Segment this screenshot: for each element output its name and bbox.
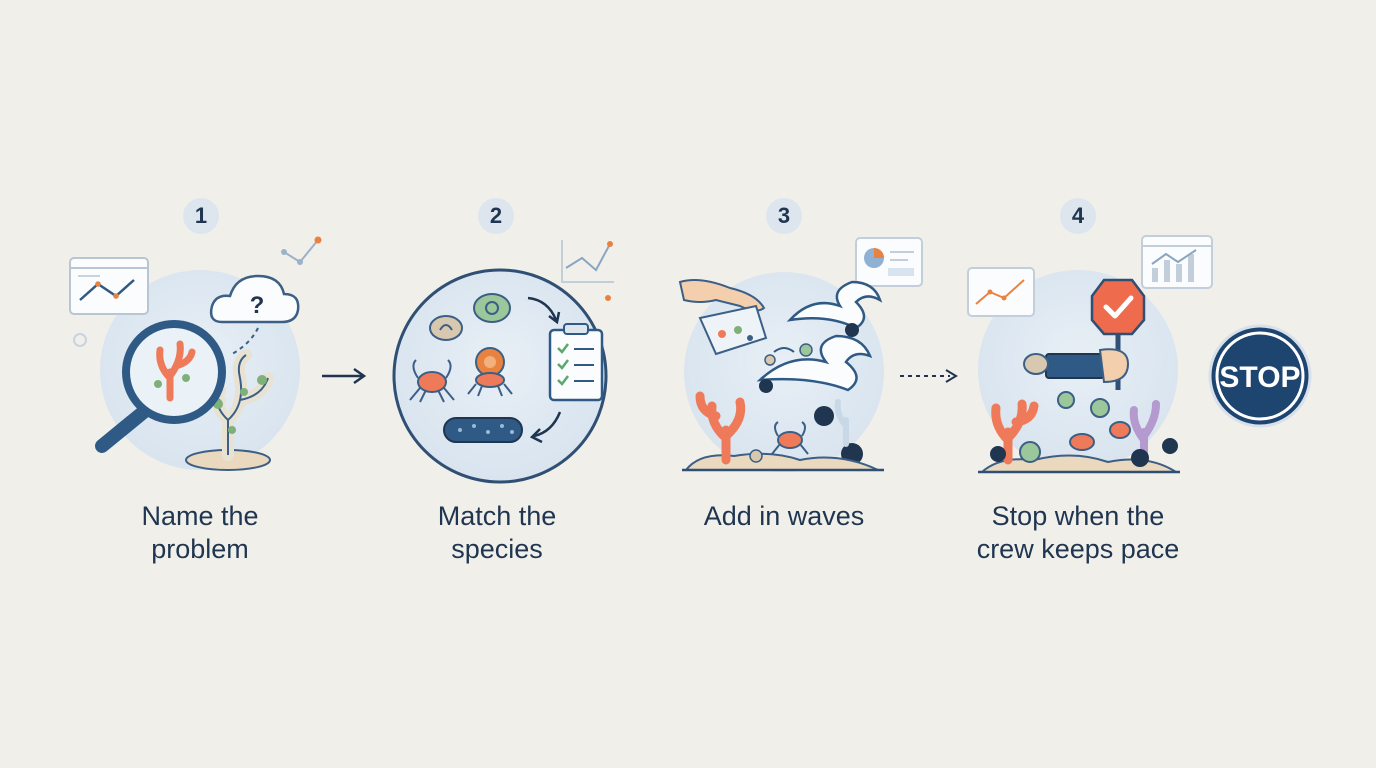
caption-line: Stop when the	[991, 501, 1165, 531]
caption-line: Add in waves	[703, 501, 865, 531]
step-3-number: 3	[766, 198, 802, 234]
line-chart-icon	[967, 267, 1035, 317]
line-chart-icon	[69, 257, 149, 315]
arrow-1-to-2	[322, 367, 367, 385]
caption-line: crew keeps pace	[976, 534, 1180, 564]
bag-icon	[698, 304, 768, 356]
step-1-illustration: ?	[69, 236, 322, 471]
step-2-illustration	[392, 240, 614, 484]
step-4-number: 4	[1060, 198, 1096, 234]
pie-chart-icon	[855, 237, 923, 287]
stop-label: STOP	[1219, 361, 1300, 394]
bar-chart-icon	[1141, 235, 1213, 289]
clipboard-checklist-icon	[548, 323, 604, 402]
crab-icon	[771, 421, 809, 455]
hand-icon	[678, 279, 766, 312]
caption-line: species	[451, 534, 543, 564]
svg-text:?: ?	[250, 292, 265, 319]
line-chart-icon	[561, 240, 614, 301]
magnifier-icon	[95, 320, 226, 453]
coral-icon	[185, 349, 274, 471]
snail-icon	[429, 293, 511, 341]
step-4-caption: Stop when the crew keeps pace	[918, 500, 1238, 566]
wave-icon	[756, 280, 883, 392]
step-3-caption: Add in waves	[624, 500, 944, 533]
cloud-question-icon: ?	[209, 274, 300, 324]
caption-line: Name the	[141, 501, 259, 531]
step-1-number: 1	[183, 198, 219, 234]
hermit-crab-icon	[467, 347, 513, 397]
step-1-caption: Name the problem	[40, 500, 360, 566]
step-2-number: 2	[478, 198, 514, 234]
step-4-illustration	[967, 235, 1213, 474]
stop-sign: STOP	[1208, 324, 1312, 428]
step-3-illustration	[678, 237, 923, 472]
caption-line: problem	[151, 534, 249, 564]
step-2-caption: Match the species	[337, 500, 657, 566]
crab-icon	[409, 359, 455, 403]
caption-line: Match the	[437, 501, 557, 531]
hand-holding-snail-icon	[1023, 348, 1130, 384]
arrow-3-to-4	[900, 369, 958, 383]
sea-cucumber-icon	[443, 417, 523, 443]
